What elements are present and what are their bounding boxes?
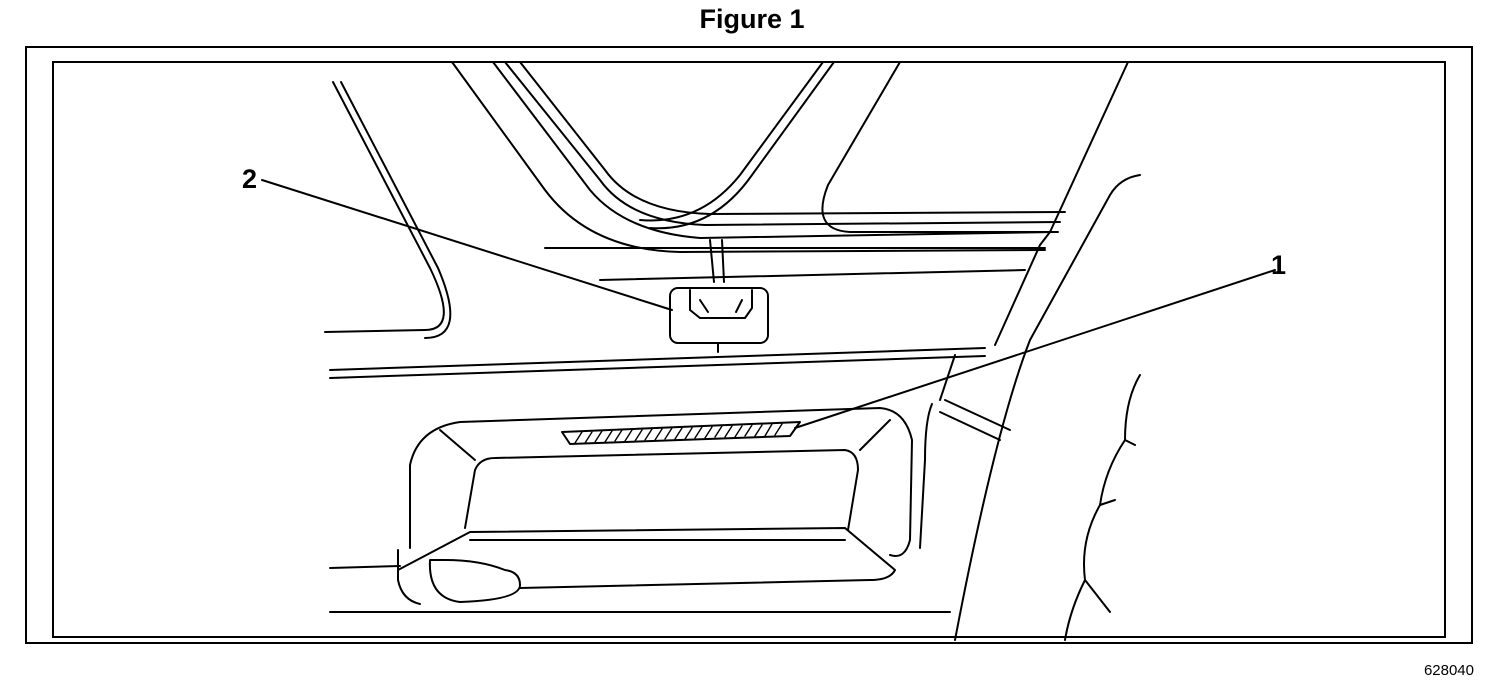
rear-window: [451, 61, 1066, 253]
inner-frame: [52, 61, 1446, 638]
leader-lines: [261, 179, 1276, 429]
callout-2: 2: [242, 164, 258, 194]
outer-frame: [25, 46, 1473, 644]
c-pillar: [954, 61, 1141, 641]
seat-back: [1064, 374, 1141, 641]
leader-line-2: [261, 179, 673, 311]
leader-line-1: [794, 269, 1276, 429]
figure-title: Figure 1: [699, 4, 805, 34]
figure-id: 628040: [1423, 662, 1474, 679]
cargo-bin: [329, 407, 951, 613]
callout-1: 1: [1271, 250, 1287, 280]
latch-hook: [669, 287, 769, 353]
quarter-window: [821, 61, 1059, 233]
pillar-trim: [324, 81, 452, 339]
vent-grille: [561, 421, 801, 445]
panel-seams: [329, 239, 1046, 379]
